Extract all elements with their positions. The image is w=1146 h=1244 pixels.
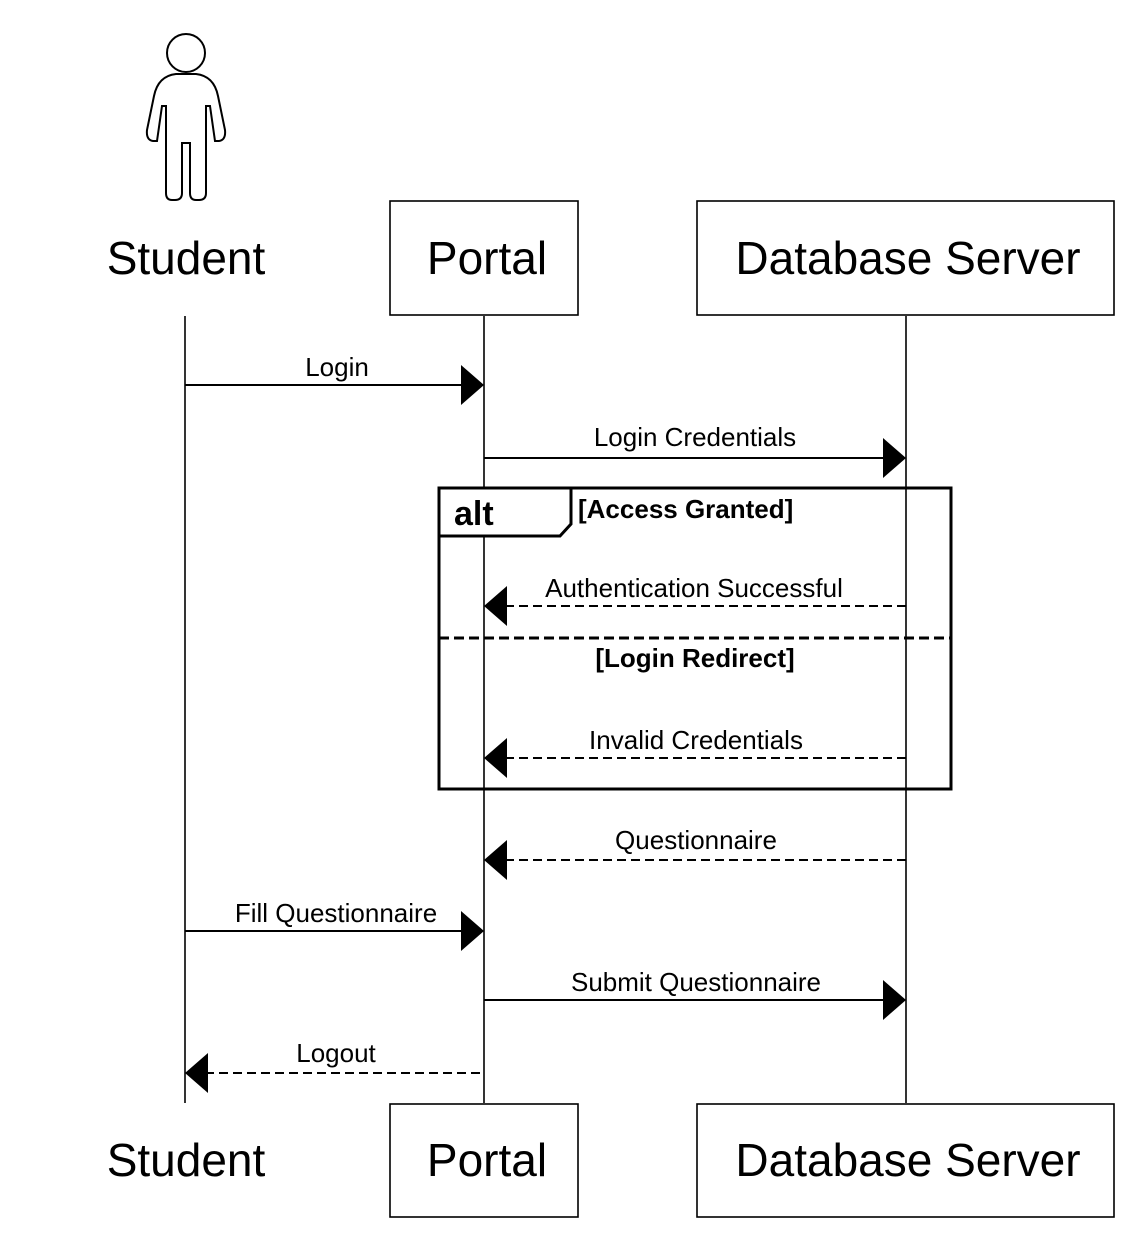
message-login-credentials: Login Credentials (484, 422, 906, 478)
message-fill-questionnaire: Fill Questionnaire (185, 898, 484, 951)
message-submit-questionnaire: Submit Questionnaire (484, 967, 906, 1020)
alt-keyword: alt (454, 495, 494, 533)
arrow-head (484, 840, 507, 880)
message-label: Login Credentials (594, 422, 796, 452)
message-label: Logout (296, 1038, 376, 1068)
portal-label-top: Portal (427, 232, 547, 284)
arrow-head (461, 911, 484, 951)
message-invalid-credentials: Invalid Credentials (484, 725, 906, 778)
student-label-bottom: Student (107, 1134, 266, 1186)
guard-access-granted: [Access Granted] (578, 494, 793, 524)
message-questionnaire: Questionnaire (484, 825, 906, 880)
portal-box-bottom (389, 1103, 579, 1218)
message-authentication-successful: Authentication Successful (484, 573, 906, 626)
database-box-top (696, 200, 1115, 316)
alt-fragment: alt [Access Granted] [Login Redirect] (437, 486, 953, 791)
student-label-top: Student (107, 232, 266, 284)
message-label: Submit Questionnaire (571, 967, 821, 997)
message-label: Questionnaire (615, 825, 777, 855)
arrow-head (461, 365, 484, 405)
message-label: Authentication Successful (545, 573, 843, 603)
message-login: Login (185, 352, 484, 405)
message-label: Login (305, 352, 369, 382)
message-logout: Logout (185, 1038, 480, 1093)
student-actor-icon (145, 33, 227, 201)
message-label: Fill Questionnaire (235, 898, 437, 928)
portal-label-bottom: Portal (427, 1134, 547, 1186)
guard-login-redirect: [Login Redirect] (595, 643, 794, 673)
alt-tab (437, 486, 573, 538)
message-label: Invalid Credentials (589, 725, 803, 755)
arrow-head (185, 1053, 208, 1093)
arrow-head (883, 980, 906, 1020)
arrow-head (484, 738, 507, 778)
arrow-head (484, 586, 507, 626)
database-label-bottom: Database Server (735, 1134, 1080, 1186)
database-label-top: Database Server (735, 232, 1080, 284)
arrow-head (883, 438, 906, 478)
database-box-bottom (696, 1103, 1115, 1218)
portal-box-top (389, 200, 579, 316)
